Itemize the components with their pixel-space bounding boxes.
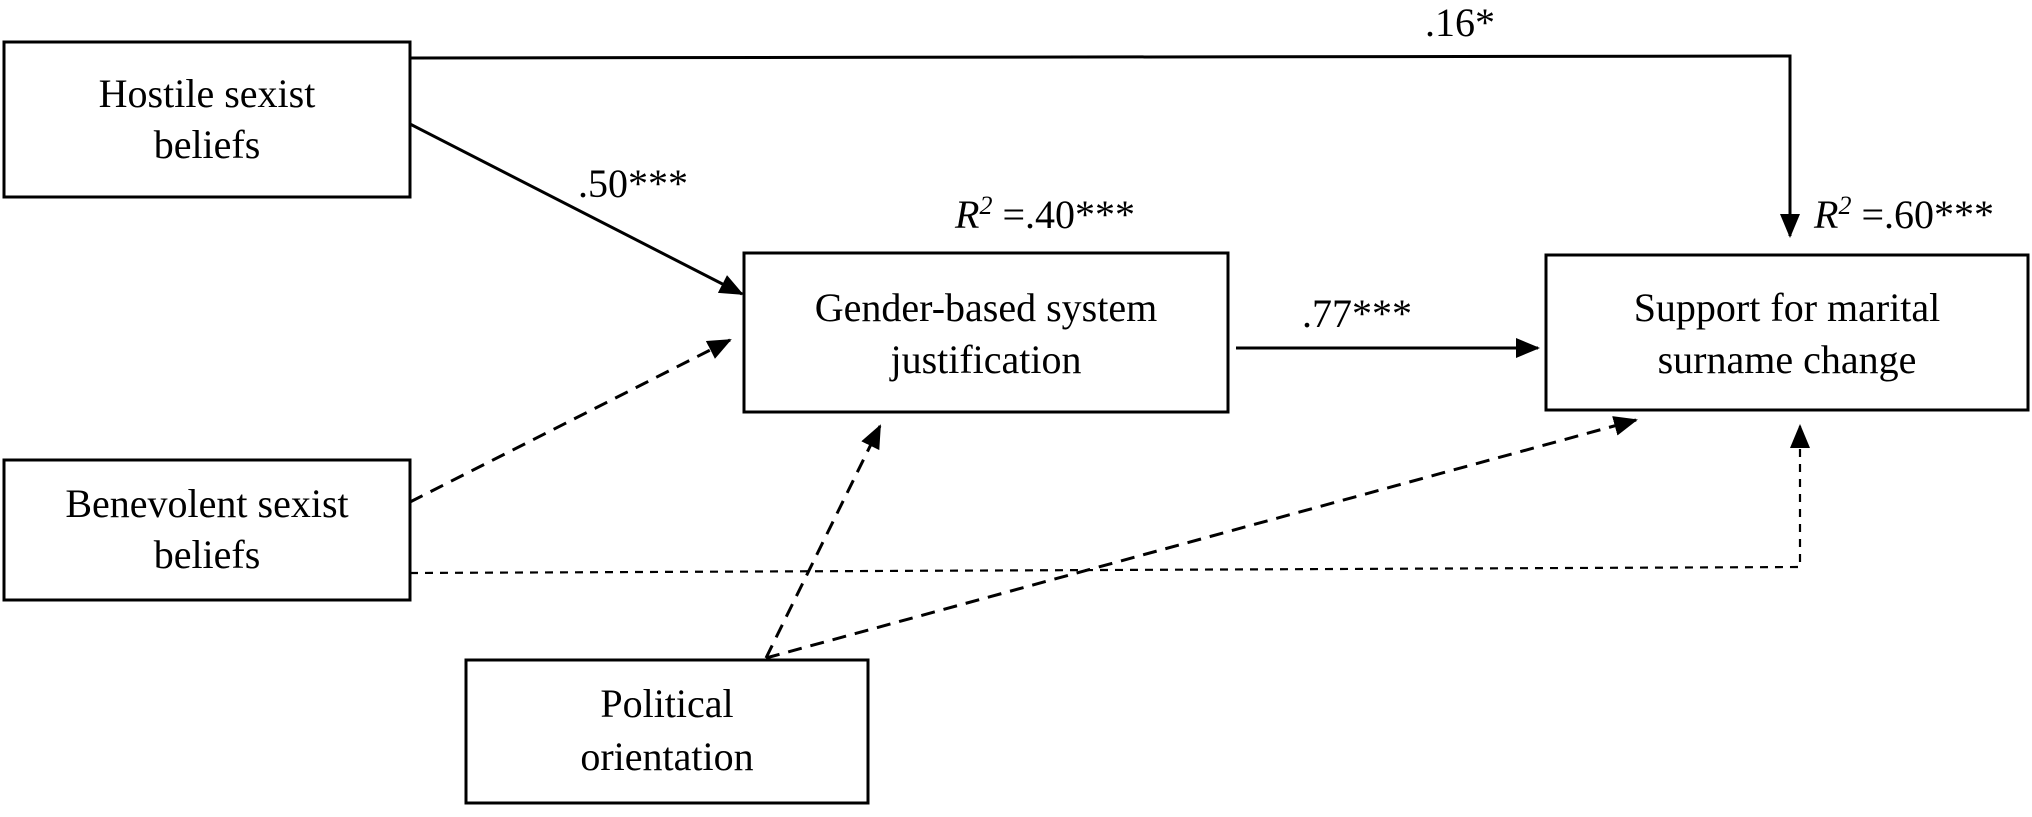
- r2-support: R2 =.60***: [1813, 191, 1994, 237]
- node-gender-based-system-justification: Gender-based system justification: [742, 251, 1230, 414]
- r2-gbsj-value: =.40***: [992, 192, 1135, 237]
- r2-gbsj-symbol: R: [954, 192, 979, 237]
- node-benevolent-line1: Benevolent sexist: [65, 481, 348, 526]
- node-support-marital-surname-change: Support for marital surname change: [1544, 253, 2030, 412]
- r2-support-exponent: 2: [1838, 191, 1851, 220]
- coef-hostile-to-gbsj: .50***: [578, 161, 688, 206]
- path-political-to-support: [765, 416, 1638, 660]
- r2-gbsj: R2 =.40***: [954, 191, 1135, 237]
- path-hostile-to-gbsj: [409, 122, 744, 296]
- node-benevolent-sexist-beliefs: Benevolent sexist beliefs: [2, 458, 412, 602]
- path-hostile-to-support: [409, 54, 1800, 238]
- node-political-line1: Political: [600, 681, 733, 726]
- node-gbsj-line1: Gender-based system: [815, 285, 1157, 330]
- coef-gbsj-to-support: .77***: [1302, 291, 1412, 336]
- node-political-line2: orientation: [580, 734, 753, 779]
- node-political-orientation: Political orientation: [464, 658, 870, 805]
- node-support-line1: Support for marital: [1634, 285, 1941, 330]
- path-benevolent-to-gbsj: [409, 338, 732, 504]
- node-hostile-line2: beliefs: [154, 122, 261, 167]
- path-political-to-gbsj: [764, 424, 882, 659]
- node-support-line2: surname change: [1658, 337, 1917, 382]
- node-gbsj-line2: justification: [888, 337, 1081, 382]
- node-hostile-line1: Hostile sexist: [99, 71, 316, 116]
- r2-support-value: =.60***: [1851, 192, 1994, 237]
- path-benevolent-to-support: [409, 424, 1810, 575]
- r2-gbsj-exponent: 2: [979, 191, 992, 220]
- r2-support-symbol: R: [1813, 192, 1838, 237]
- node-hostile-sexist-beliefs: Hostile sexist beliefs: [2, 40, 412, 199]
- coef-hostile-to-support: .16*: [1425, 0, 1495, 45]
- node-benevolent-line2: beliefs: [154, 532, 261, 577]
